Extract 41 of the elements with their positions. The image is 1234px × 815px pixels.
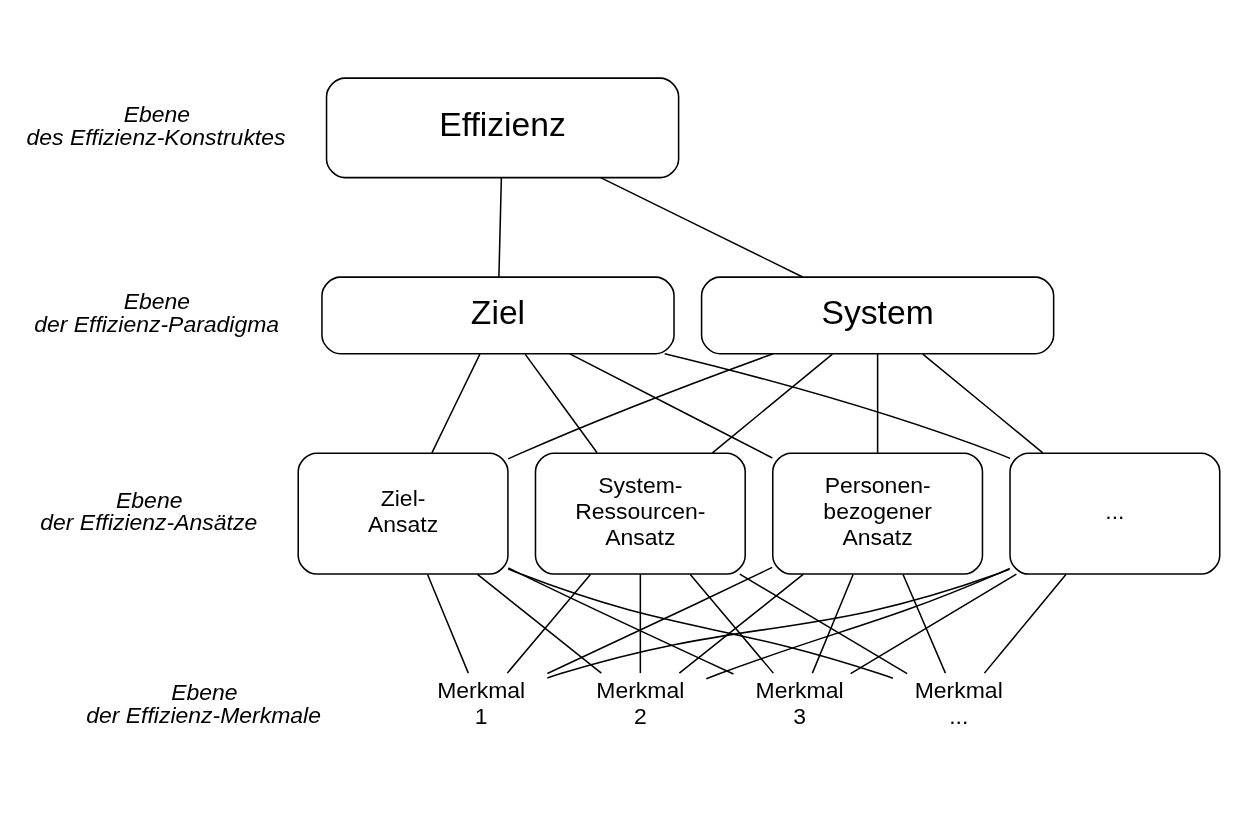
connector [546, 566, 773, 674]
connector [639, 573, 642, 674]
connector [678, 573, 804, 674]
node-box: ... [1009, 451, 1221, 575]
connector [569, 352, 774, 459]
connector [507, 566, 735, 675]
connector [476, 573, 603, 674]
connector [599, 176, 804, 278]
node-text: Merkmal ... [914, 676, 1003, 729]
connector [426, 573, 470, 674]
connector [524, 352, 598, 454]
connector [507, 567, 894, 679]
node-text: Merkmal 1 [437, 676, 526, 729]
connector [902, 573, 947, 674]
node-text: Merkmal 2 [596, 676, 685, 729]
connector [922, 352, 1044, 454]
connector [705, 567, 1011, 679]
connector [689, 573, 775, 674]
connector [431, 352, 481, 454]
node-box: Ziel- Ansatz [297, 451, 509, 575]
node-box: Ziel [321, 275, 675, 354]
label: Ebene der Effizienz-Ansätze [40, 486, 258, 535]
connector [849, 572, 1018, 674]
connector [546, 568, 1011, 679]
connector [711, 352, 834, 454]
node-box: Personen- bezogener Ansatz [772, 451, 984, 575]
connector [507, 352, 774, 460]
connector [983, 573, 1067, 674]
node-box: System- Ressourcen- Ansatz [534, 451, 746, 575]
connector [506, 573, 592, 674]
connector [739, 572, 908, 674]
label: Ebene des Effizienz-Konstruktes [26, 100, 286, 150]
label: Ebene der Effizienz-Merkmale [86, 678, 321, 728]
node-box: System [700, 275, 1055, 354]
label: Ebene der Effizienz-Paradigma [34, 287, 280, 337]
connector [498, 176, 503, 278]
node-box: Effizienz [325, 76, 680, 178]
connector [811, 573, 854, 674]
node-text: Merkmal 3 [755, 676, 844, 729]
connector [876, 352, 879, 454]
connector [663, 352, 1011, 459]
